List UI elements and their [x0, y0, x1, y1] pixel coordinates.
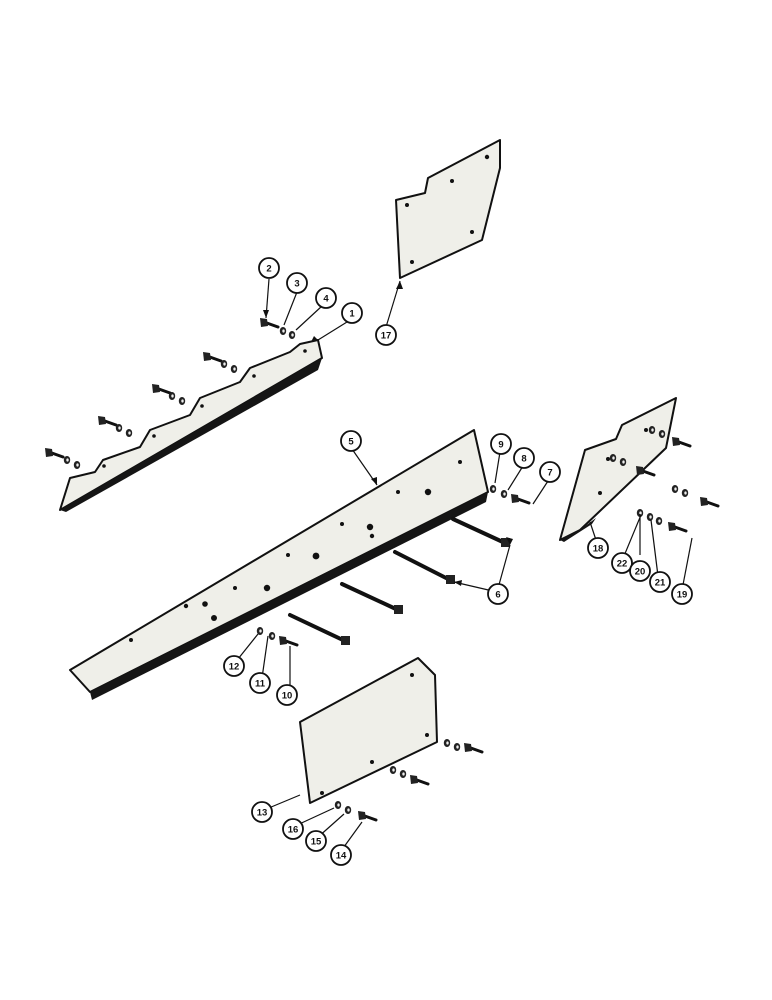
callout-label: 3: [294, 279, 299, 290]
right-end-plate: [559, 397, 677, 542]
callout-label: 19: [677, 590, 688, 601]
lower-side-plate: [299, 657, 438, 804]
callout-13: 13: [251, 801, 273, 823]
callout-label: 1: [349, 309, 355, 320]
callout-15: 15: [305, 830, 327, 852]
callout-label: 9: [498, 440, 503, 451]
callout-6: 6: [487, 583, 509, 605]
callout-22: 22: [611, 552, 633, 574]
callout-21: 21: [649, 571, 671, 593]
callout-label: 8: [521, 454, 526, 465]
callout-label: 22: [617, 559, 628, 570]
callout-label: 4: [323, 294, 329, 305]
leader-lines: [233, 278, 693, 852]
callout-5: 5: [340, 430, 362, 452]
callout-18: 18: [587, 537, 609, 559]
callout-label: 15: [311, 837, 322, 848]
callout-label: 17: [381, 331, 392, 342]
callout-2: 2: [258, 257, 280, 279]
callout-label: 5: [348, 437, 354, 448]
callout-20: 20: [629, 560, 651, 582]
callout-4: 4: [315, 287, 337, 309]
callout-label: 6: [495, 590, 500, 601]
callout-11: 11: [249, 672, 271, 694]
callout-9: 9: [490, 433, 512, 455]
bolt-set-10-12: [256, 627, 299, 647]
callout-8: 8: [513, 447, 535, 469]
callout-16: 16: [282, 818, 304, 840]
top-end-plate: [395, 139, 501, 279]
callout-14: 14: [330, 844, 352, 866]
callout-label: 20: [635, 567, 646, 578]
callout-label: 7: [547, 468, 552, 479]
callout-label: 12: [229, 662, 240, 673]
callout-label: 21: [655, 578, 666, 589]
callout-label: 10: [282, 691, 293, 702]
mounting-bolt-heads: [341, 538, 510, 645]
main-moldboard-bar: [69, 429, 489, 700]
callout-19: 19: [671, 583, 693, 605]
callout-label: 16: [288, 825, 299, 836]
callout-label: 2: [266, 264, 271, 275]
callout-label: 14: [336, 851, 347, 862]
serrated-cutting-edge: [59, 339, 323, 512]
callout-10: 10: [276, 684, 298, 706]
mounting-bolts-6: [288, 517, 507, 643]
callout-label: 18: [593, 544, 604, 555]
callout-1: 1: [341, 302, 363, 324]
callout-3: 3: [286, 272, 308, 294]
callout-17: 17: [375, 324, 397, 346]
callout-label: 11: [255, 679, 266, 690]
leader-arrowheads: [263, 281, 513, 586]
callout-12: 12: [223, 655, 245, 677]
callout-7: 7: [539, 461, 561, 483]
callout-label: 13: [257, 808, 268, 819]
